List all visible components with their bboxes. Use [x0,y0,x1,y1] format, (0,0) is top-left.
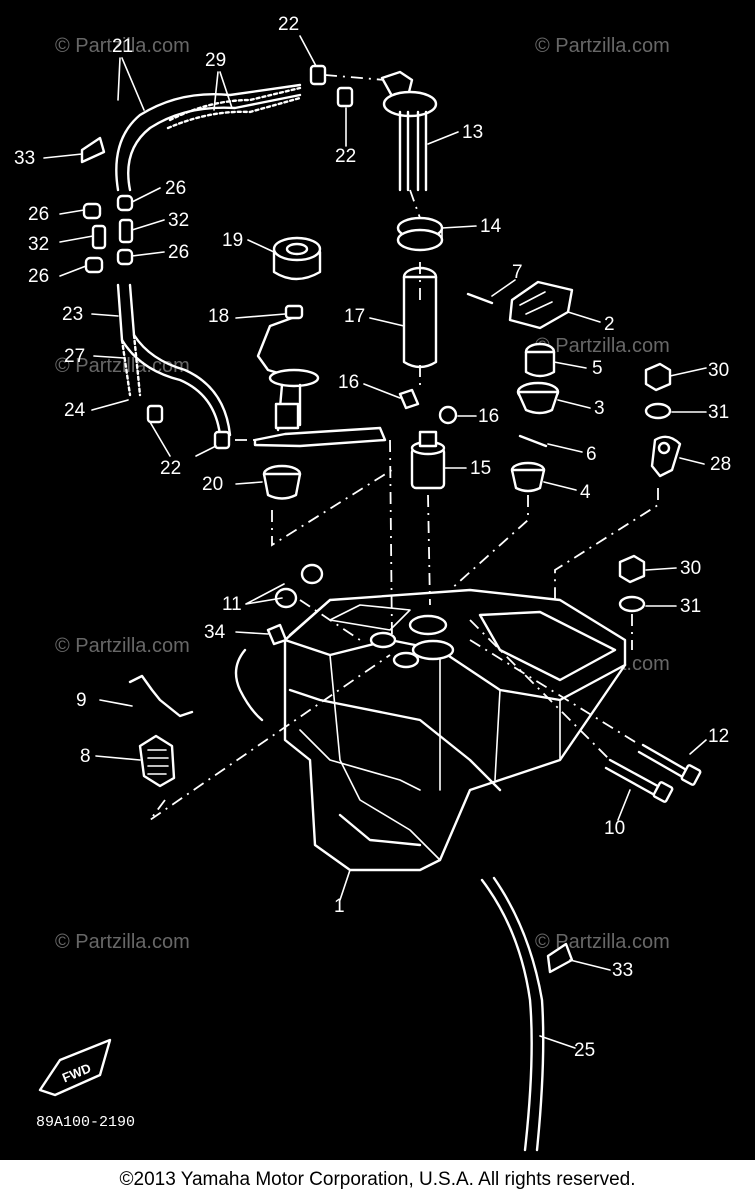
nut[interactable] [644,362,672,392]
callout-33: 33 [612,960,633,981]
hose-assembly[interactable] [115,83,302,192]
clamp-stack[interactable] [82,194,134,274]
callout-26: 26 [168,242,189,263]
vent-hose[interactable] [234,648,264,722]
grommet-large[interactable] [272,236,322,281]
fuel-pickup[interactable] [380,70,438,192]
callout-22: 22 [335,146,356,167]
callout-11: 11 [222,594,242,615]
watermark: © Partzilla.com [535,335,670,357]
fuel-hose-lower[interactable] [116,283,232,437]
callout-15: 15 [470,458,491,479]
callout-33: 33 [14,148,35,169]
watermark: © Partzilla.com [535,931,670,953]
callout-24: 24 [64,400,86,421]
callout-26: 26 [165,178,186,199]
callout-22: 22 [278,14,299,35]
damper[interactable] [524,342,556,378]
spring-clip[interactable] [128,674,194,718]
callout-10: 10 [604,818,625,839]
clip[interactable] [266,623,288,646]
hose-clamp[interactable] [438,405,458,425]
callout-13: 13 [462,122,483,143]
bolt[interactable] [604,758,674,803]
watermark: © Partzilla.com [55,931,190,953]
callout-4: 4 [580,482,591,503]
washer[interactable] [644,402,672,420]
callout-25: 25 [574,1040,595,1061]
forward-arrow-icon: FWD [38,1038,112,1097]
callout-7: 7 [512,262,523,283]
callout-32: 32 [168,210,189,231]
callout-6: 6 [586,444,597,465]
callout-28: 28 [710,454,731,475]
callout-23: 23 [62,304,83,325]
drain-hose[interactable] [480,878,533,1152]
callout-27: 27 [64,346,85,367]
grommet-small[interactable] [262,464,302,500]
pin[interactable] [466,292,494,305]
fuel-tank[interactable] [283,588,627,872]
callout-30: 30 [680,558,701,579]
callout-29: 29 [205,50,226,71]
callout-9: 9 [76,690,87,711]
callout-12: 12 [708,726,729,747]
grommet[interactable] [396,228,444,252]
callout-1: 1 [334,896,345,917]
callout-22: 22 [160,458,181,479]
filter-tube[interactable] [402,266,438,369]
pin[interactable] [518,434,548,448]
callout-31: 31 [680,596,701,617]
callout-21: 21 [112,36,133,57]
damper[interactable] [274,587,298,609]
hose-clamp[interactable] [213,430,231,450]
watermarks: © Partzilla.com © Partzilla.com © Partzi… [55,35,670,953]
callout-16: 16 [338,372,359,393]
callout-3: 3 [594,398,605,419]
callout-30: 30 [708,360,729,381]
callout-2: 2 [604,314,615,335]
callout-26: 26 [28,204,49,225]
callout-31: 31 [708,402,729,423]
callout-26: 26 [28,266,49,287]
drain-hose[interactable] [492,876,545,1152]
band[interactable] [650,435,682,478]
parts-diagram: © Partzilla.com © Partzilla.com © Partzi… [0,0,755,1160]
grommet[interactable] [510,461,546,493]
callout-18: 18 [208,306,229,327]
hose-clamp[interactable] [336,86,354,108]
callout-14: 14 [480,216,502,237]
leader-lines [43,35,707,1049]
copyright-footer: ©2013 Yamaha Motor Corporation, U.S.A. A… [119,1169,636,1190]
hose-clamp[interactable] [309,64,327,86]
damper[interactable] [300,563,324,585]
assembly-lines [149,189,659,821]
callout-34: 34 [204,622,226,643]
cushion[interactable] [138,734,176,788]
clip[interactable] [80,136,106,164]
callout-16: 16 [478,406,499,427]
callout-5: 5 [592,358,603,379]
hose-clamp[interactable] [398,388,420,410]
damper[interactable] [516,381,560,415]
watermark: © Partzilla.com [535,35,670,57]
callout-17: 17 [344,306,365,327]
drawing-code: 89A100-2190 [36,1114,135,1131]
diagram-canvas: © Partzilla.com © Partzilla.com © Partzi… [14,14,731,1152]
fuel-sender[interactable] [253,304,387,448]
hose-clamp[interactable] [146,404,164,424]
callout-32: 32 [28,234,49,255]
callout-19: 19 [222,230,243,251]
watermark: © Partzilla.com [55,35,190,57]
fuel-filter[interactable] [410,430,446,490]
nut[interactable] [618,554,646,584]
callout-8: 8 [80,746,91,767]
washer[interactable] [618,595,646,613]
callout-labels: 21 29 22 22 13 33 26 26 32 32 26 26 19 1… [14,14,731,1131]
callout-20: 20 [202,474,223,495]
bolt[interactable] [637,743,702,786]
bracket[interactable] [508,280,574,330]
watermark: © Partzilla.com [55,635,190,657]
